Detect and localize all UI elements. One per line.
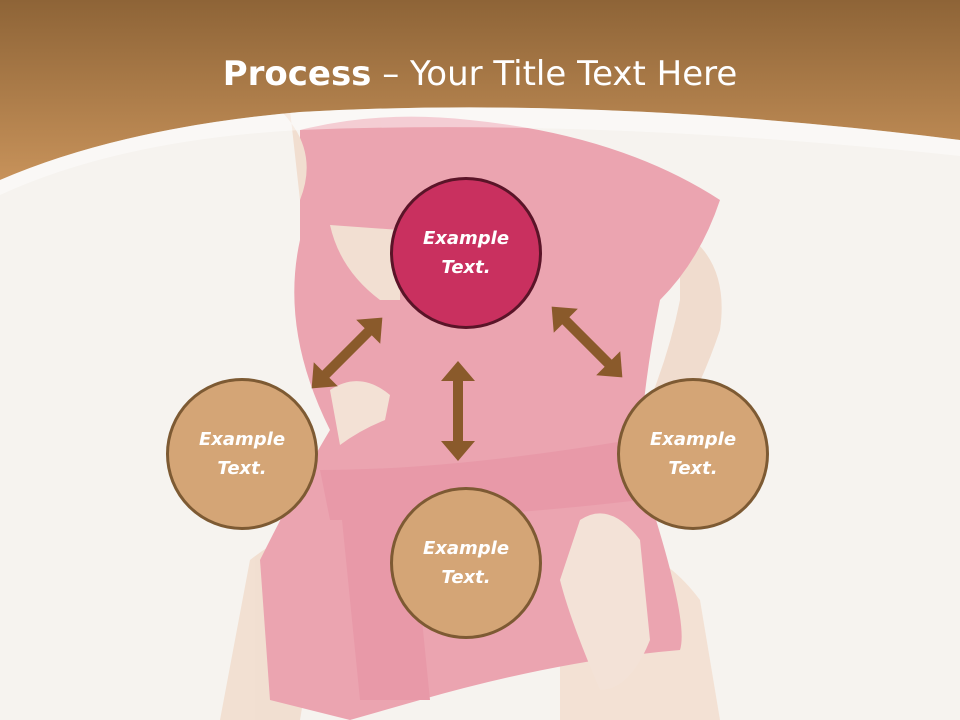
- node-top-text: Example Text.: [422, 228, 510, 278]
- photo-figure: [220, 110, 722, 720]
- process-node-top: Example Text.: [390, 177, 542, 329]
- arrow-top-left: [311, 317, 383, 389]
- process-node-left: Example Text.: [166, 378, 318, 530]
- process-node-bottom: Example Text.: [390, 487, 542, 639]
- process-node-right: Example Text.: [617, 378, 769, 530]
- header-swoosh: [0, 107, 960, 195]
- node-right-text: Example Text.: [649, 429, 737, 479]
- node-bottom-text: Example Text.: [422, 538, 510, 588]
- arrow-top-right: [551, 306, 623, 378]
- node-left-text: Example Text.: [198, 429, 286, 479]
- header-band: [0, 0, 960, 180]
- title-rest: – Your Title Text Here: [371, 54, 738, 94]
- arrow-vertical: [441, 361, 475, 461]
- title-bold: Process: [222, 54, 372, 94]
- slide-title: Process – Your Title Text Here: [0, 52, 960, 96]
